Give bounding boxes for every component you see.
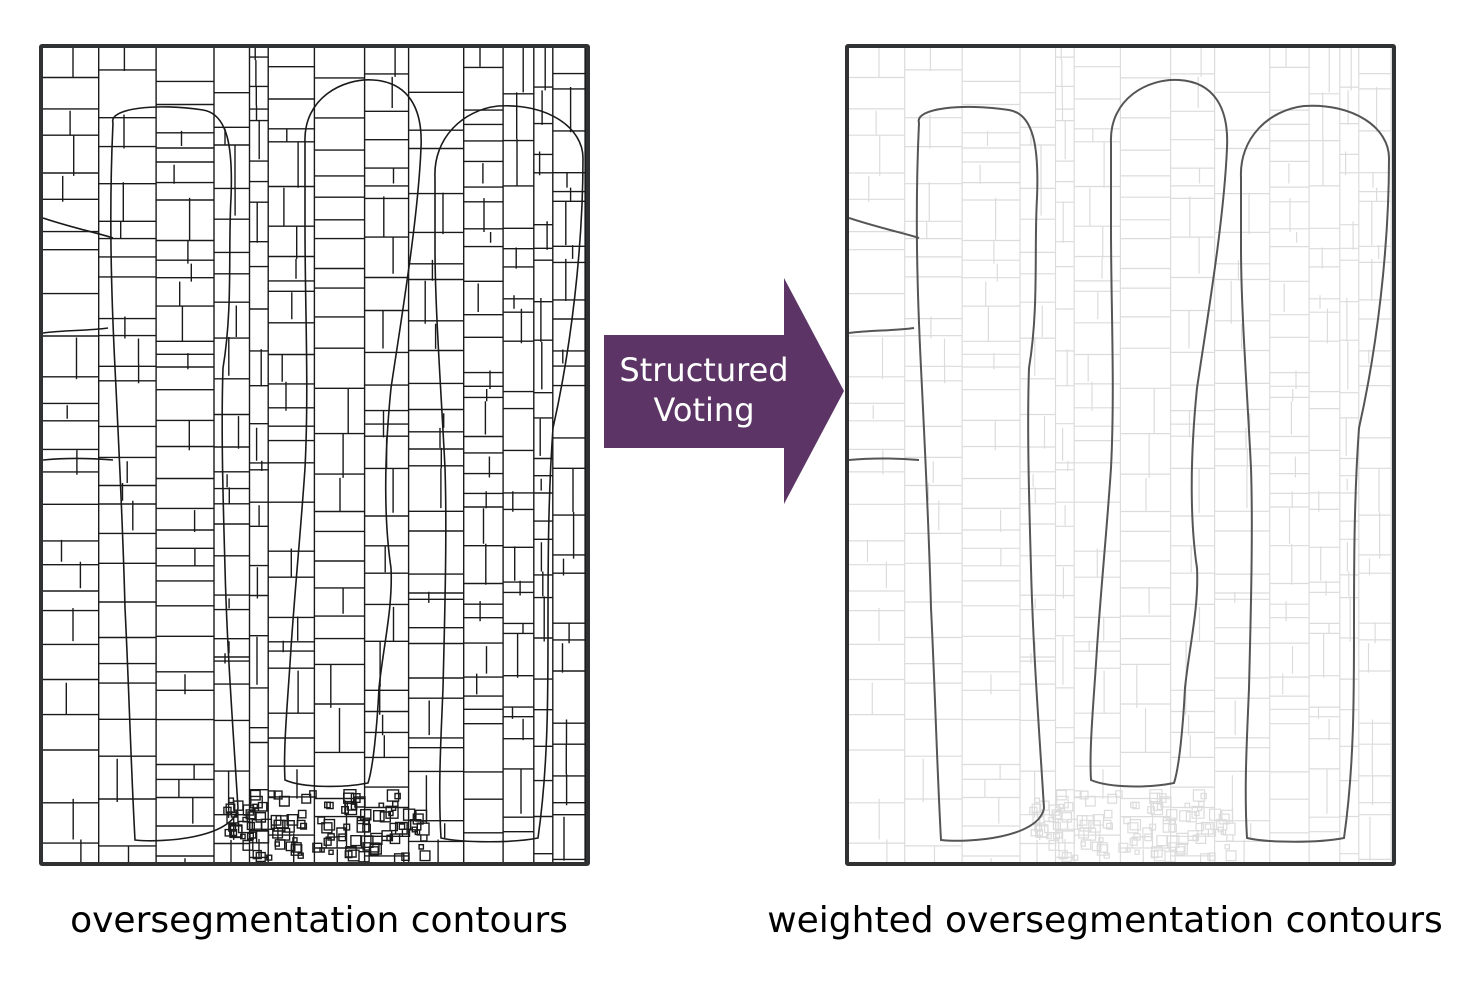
weak-contour-lines xyxy=(849,48,1392,862)
object-contour-4 xyxy=(849,217,920,461)
object-contour-2 xyxy=(1089,78,1229,788)
weighted-contours-image xyxy=(849,48,1392,862)
object-contour-1 xyxy=(915,105,1046,842)
left-panel-caption: oversegmentation contours xyxy=(70,900,568,941)
object-contour-1 xyxy=(110,106,239,842)
right-panel-caption: weighted oversegmentation contours xyxy=(767,900,1443,941)
object-contour-4 xyxy=(43,217,114,461)
object-contour-3 xyxy=(434,105,584,843)
arrow-label-line1: Structured xyxy=(619,351,789,389)
contour-lines xyxy=(43,48,586,862)
oversegmentation-panel xyxy=(39,44,590,866)
oversegmentation-contours-image xyxy=(43,48,586,862)
object-contour-3 xyxy=(1239,104,1391,843)
object-contour-2 xyxy=(283,79,422,788)
structured-voting-label: Structured Voting xyxy=(604,350,804,430)
structured-voting-arrow xyxy=(604,278,844,504)
weighted-oversegmentation-panel xyxy=(845,44,1396,866)
arrow-label-line2: Voting xyxy=(653,391,755,429)
